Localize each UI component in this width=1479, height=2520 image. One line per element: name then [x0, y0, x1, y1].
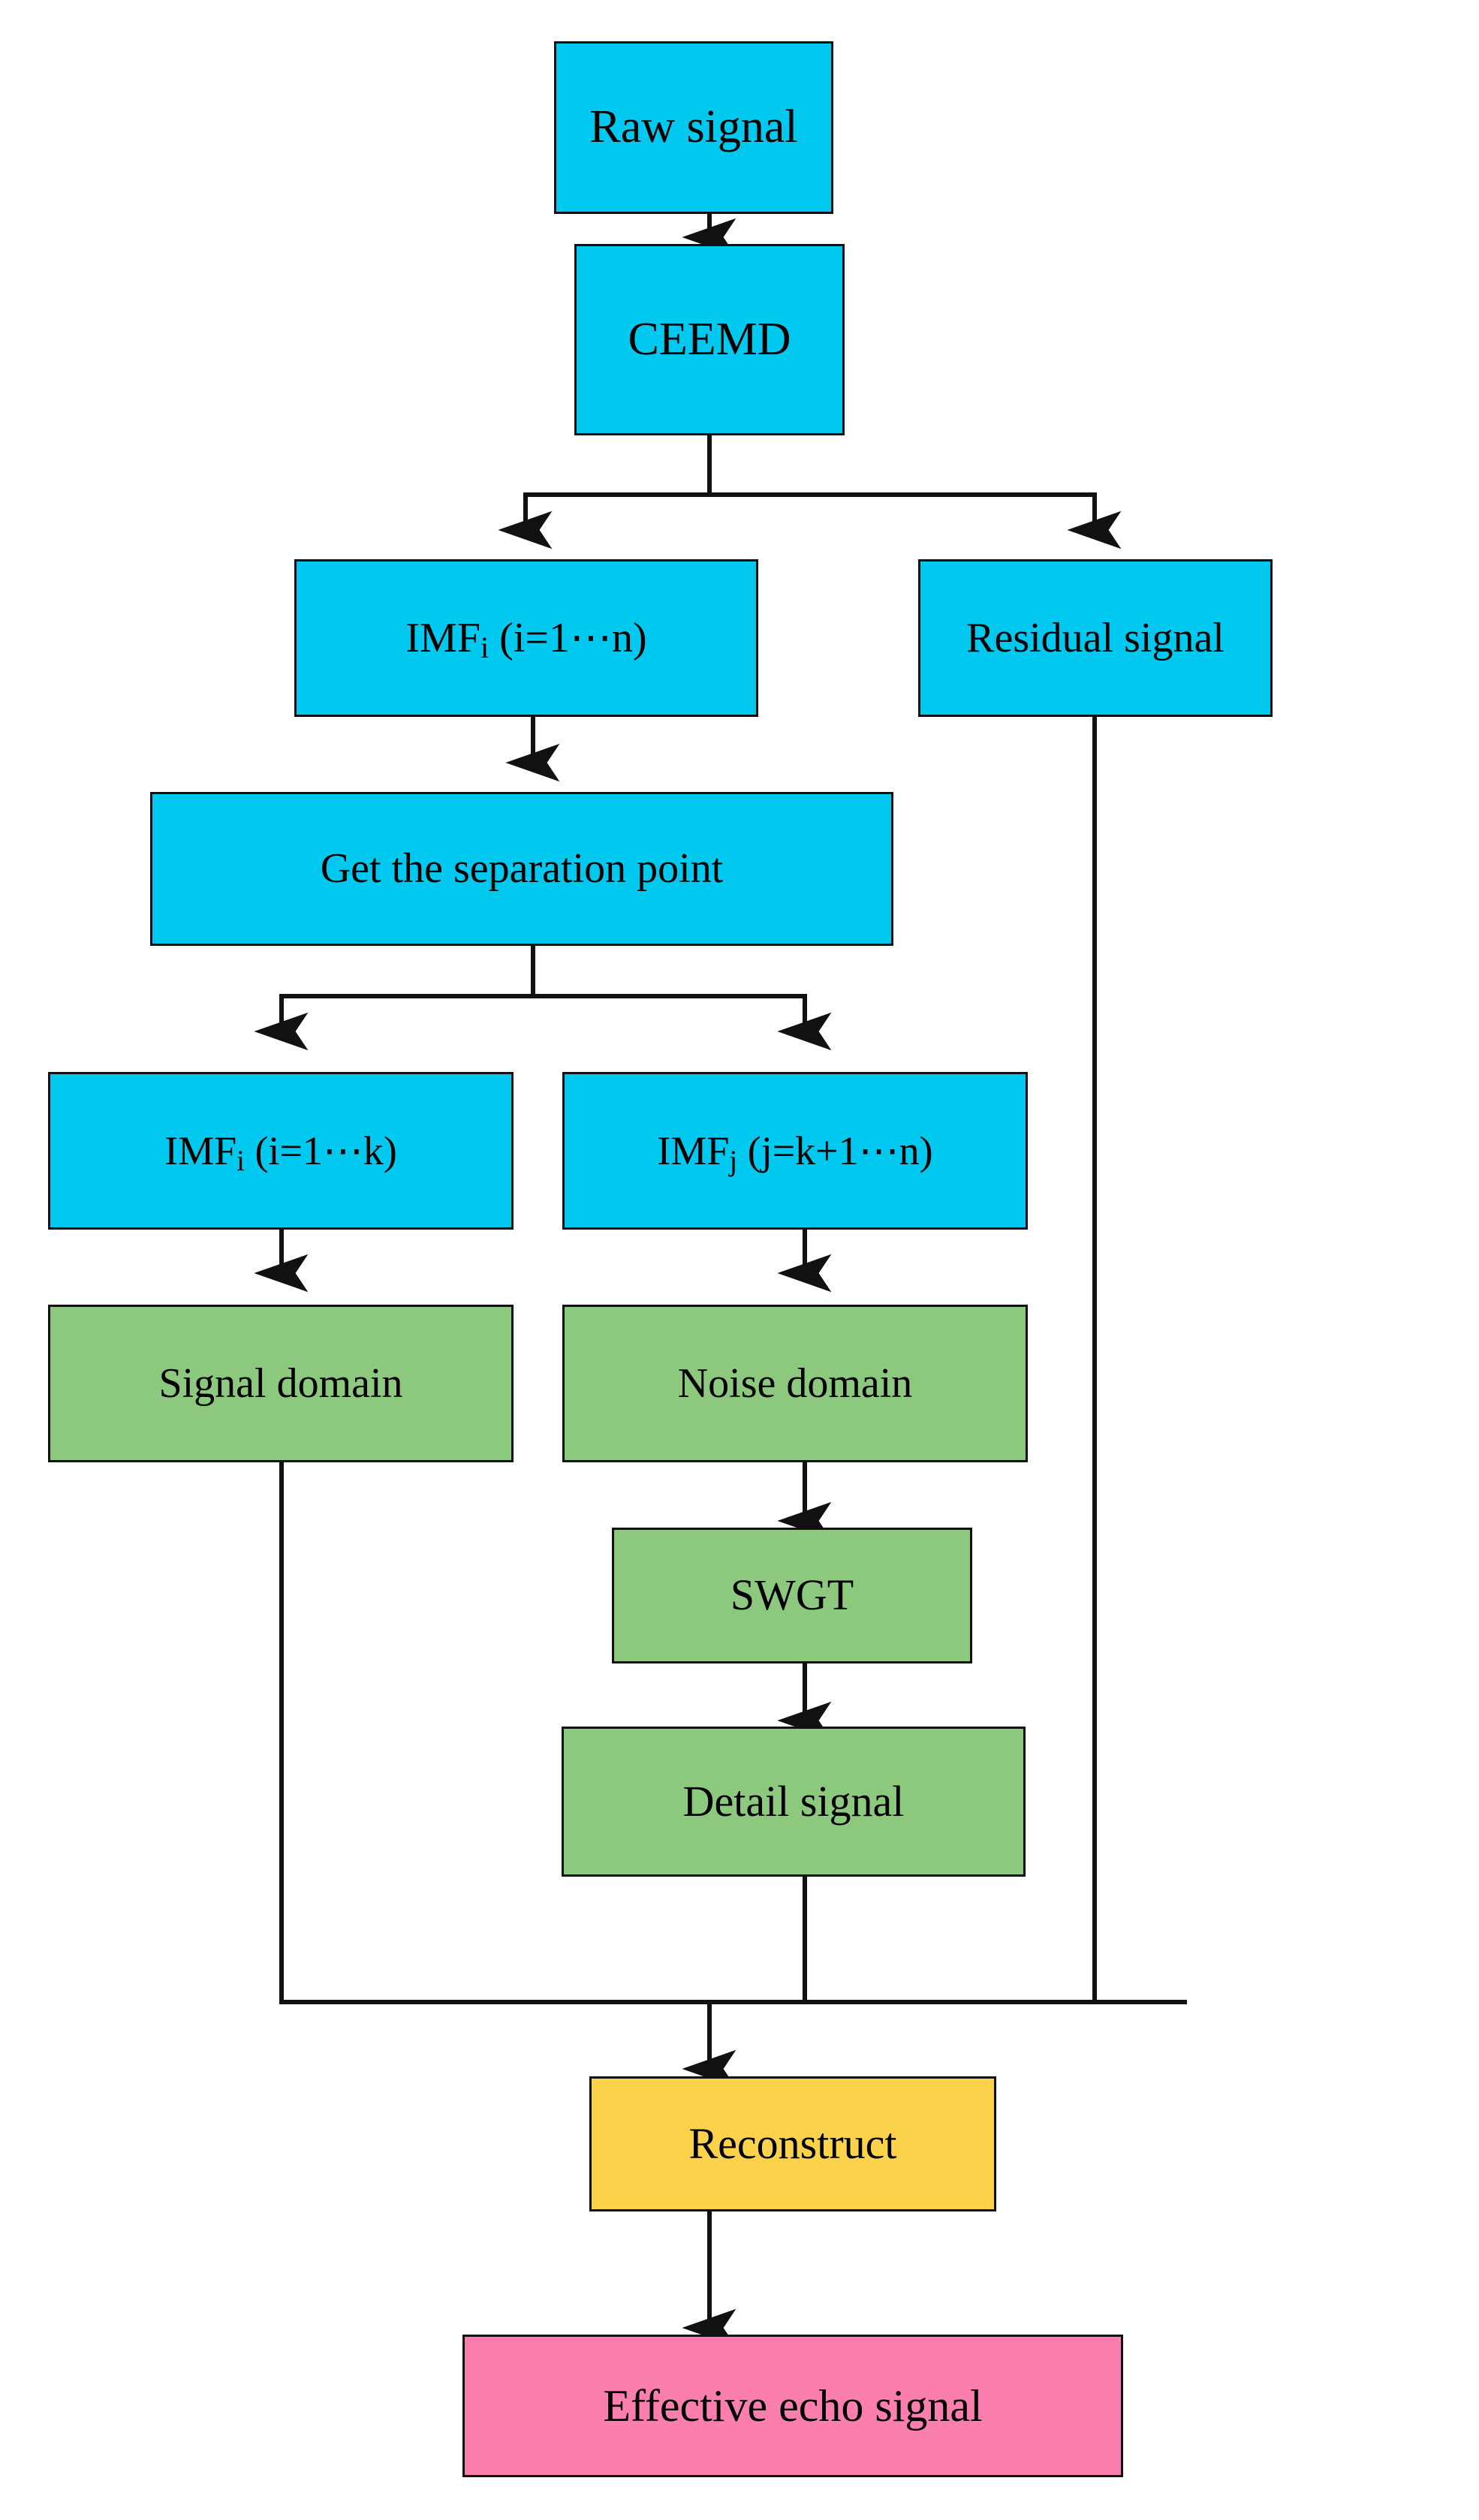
node-separation-point-label: Get the separation point — [320, 845, 724, 893]
node-effective-echo-signal-label: Effective echo signal — [603, 2380, 983, 2431]
node-detail-signal-label: Detail signal — [682, 1776, 905, 1826]
node-imf-low-range: (i=1⋯k) — [244, 1128, 397, 1173]
node-imf-all-subscript: i — [480, 631, 489, 665]
node-raw-signal[interactable]: Raw signal — [554, 41, 833, 214]
node-imf-low-base: IMF — [164, 1128, 237, 1173]
node-reconstruct[interactable]: Reconstruct — [589, 2076, 996, 2211]
node-imf-high-subscript: j — [729, 1145, 738, 1178]
node-raw-signal-label: Raw signal — [589, 101, 798, 153]
node-imf-high-range: (j=k+1⋯n) — [737, 1128, 933, 1173]
node-ceemd[interactable]: CEEMD — [574, 244, 845, 435]
node-signal-domain-label: Signal domain — [158, 1359, 403, 1407]
node-separation-point[interactable]: Get the separation point — [150, 792, 893, 946]
node-swgt-label: SWGT — [730, 1570, 854, 1620]
node-imf-all-base: IMF — [405, 614, 480, 661]
node-imf-all-label: IMFi (i=1⋯n) — [401, 614, 651, 665]
node-swgt[interactable]: SWGT — [612, 1528, 972, 1663]
node-imf-high-base: IMF — [657, 1128, 730, 1173]
node-imf-high[interactable]: IMFj (j=k+1⋯n) — [562, 1072, 1028, 1230]
node-ceemd-label: CEEMD — [628, 313, 791, 365]
node-imf-high-label: IMFj (j=k+1⋯n) — [652, 1128, 937, 1176]
node-imf-all[interactable]: IMFi (i=1⋯n) — [294, 559, 758, 717]
node-noise-domain[interactable]: Noise domain — [562, 1305, 1028, 1462]
node-effective-echo-signal[interactable]: Effective echo signal — [462, 2335, 1123, 2477]
node-residual-signal-label: Residual signal — [966, 614, 1224, 661]
node-imf-all-range: (i=1⋯n) — [489, 614, 647, 661]
node-detail-signal[interactable]: Detail signal — [562, 1727, 1026, 1877]
node-reconstruct-label: Reconstruct — [688, 2118, 897, 2168]
node-noise-domain-label: Noise domain — [677, 1359, 913, 1407]
node-signal-domain[interactable]: Signal domain — [48, 1305, 514, 1462]
node-imf-low[interactable]: IMFi (i=1⋯k) — [48, 1072, 514, 1230]
node-imf-low-label: IMFi (i=1⋯k) — [160, 1128, 402, 1176]
node-residual-signal[interactable]: Residual signal — [918, 559, 1273, 717]
node-imf-low-subscript: i — [236, 1145, 245, 1178]
